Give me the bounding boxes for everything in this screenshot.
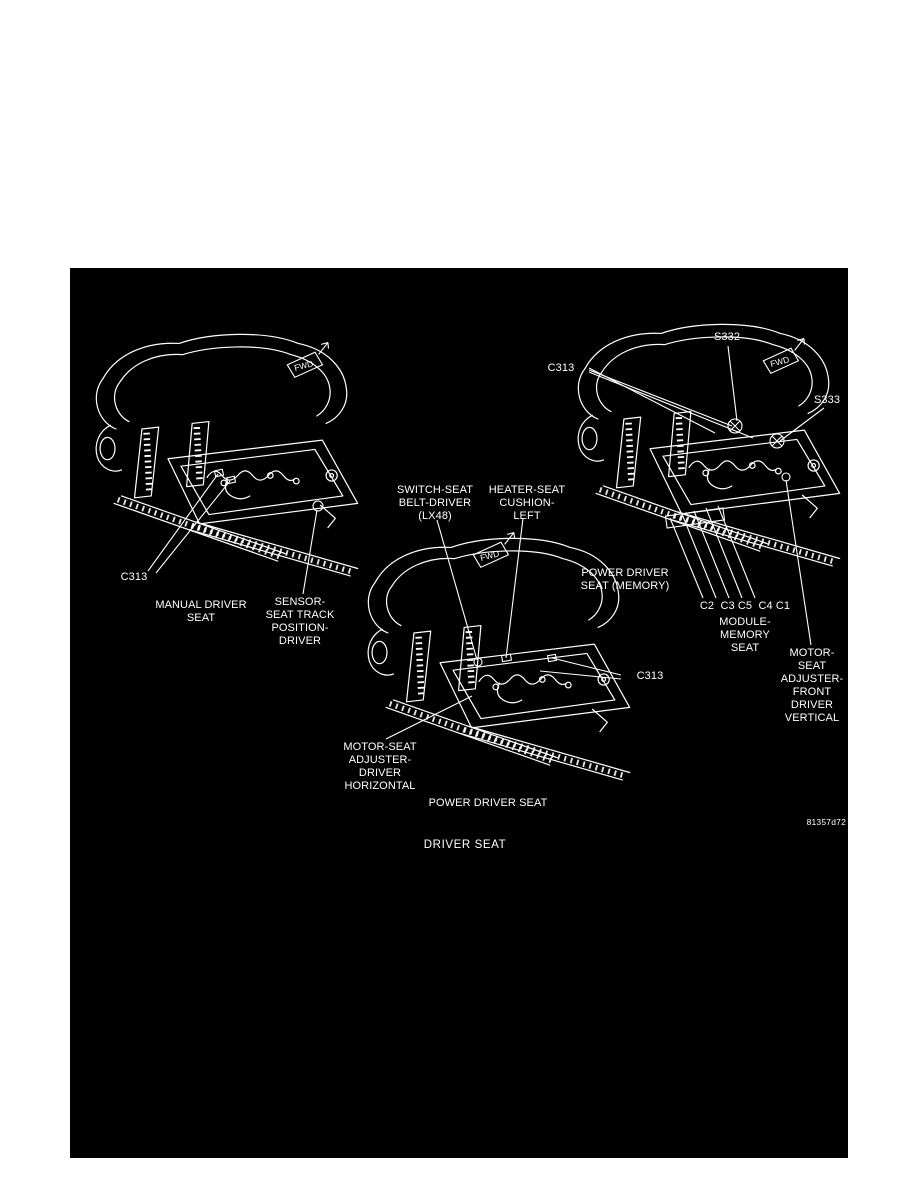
- fwd-label: FWD: [769, 354, 790, 369]
- fwd-arrow-center: FWD: [472, 532, 516, 569]
- heater-seat-cushion-label: HEATER-SEAT CUSHION- LEFT: [488, 484, 566, 522]
- seat-line-art: FWD FWD FWD: [70, 268, 848, 1158]
- leader-lines-left-seat: [147, 468, 324, 595]
- manual-driver-seat-illustration: [96, 334, 358, 576]
- motor-seat-adjuster-horizontal-label: MOTOR-SEAT ADJUSTER- DRIVER HORIZONTAL: [343, 741, 417, 792]
- leader-lines-right-seat: [588, 345, 825, 646]
- figure-number: 81357d72: [806, 817, 846, 827]
- connector-label-c313-right: C313: [547, 362, 575, 374]
- diagram-panel: FWD FWD FWD C313 MANUAL DRIVER SEAT SENS…: [70, 268, 848, 1158]
- connector-label-c313-center: C313: [636, 670, 664, 682]
- connector-label-c313-left: C313: [120, 571, 148, 583]
- sensor-seat-track-position-label: SENSOR- SEAT TRACK POSITION- DRIVER: [265, 596, 335, 647]
- fwd-label: FWD: [293, 358, 314, 373]
- module-memory-seat-label: MODULE- MEMORY SEAT: [719, 616, 771, 654]
- figure-caption: DRIVER SEAT: [423, 839, 507, 851]
- power-memory-seat-illustration: [578, 324, 840, 566]
- fwd-arrow-left: FWD: [286, 342, 330, 379]
- power-memory-seat-title: POWER DRIVER SEAT (MEMORY): [580, 567, 670, 592]
- fwd-arrow-right: FWD: [762, 338, 806, 375]
- switch-seat-belt-driver-label: SWITCH-SEAT BELT-DRIVER (LX48): [396, 484, 474, 522]
- manual-driver-seat-title: MANUAL DRIVER SEAT: [155, 599, 247, 624]
- motor-seat-adjuster-vertical-label: MOTOR- SEAT ADJUSTER- FRONT DRIVER VERTI…: [780, 647, 844, 724]
- leader-lines-center-seat: [385, 517, 622, 740]
- power-driver-seat-title: POWER DRIVER SEAT: [428, 797, 548, 809]
- module-connector-labels: C2 C3 C5 C4 C1: [699, 600, 791, 612]
- fwd-label: FWD: [479, 548, 500, 563]
- splice-label-s333: S333: [813, 394, 841, 406]
- splice-label-s332: S332: [713, 331, 741, 343]
